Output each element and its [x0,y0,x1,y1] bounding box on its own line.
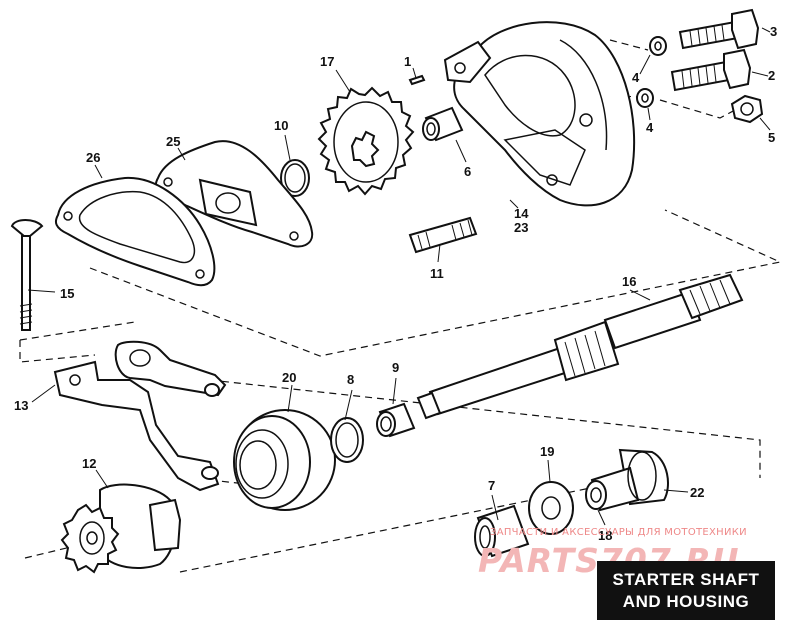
bushing-7 [474,504,530,558]
pin-1 [408,74,426,86]
callout-4b: 4 [646,120,654,135]
callout-18: 18 [598,528,612,543]
callout-1: 1 [404,54,411,69]
bearing-9 [376,402,416,438]
gear-17 [317,86,415,196]
callout-8: 8 [347,372,354,387]
callout-3: 3 [770,24,777,39]
bolt-3 [678,8,760,50]
callout-10: 10 [274,118,288,133]
callouts: 1 2 3 4 4 5 6 7 8 9 10 11 12 13 14 23 15… [14,24,777,543]
callout-15: 15 [60,286,74,301]
callout-14: 14 [514,206,529,221]
washer-19 [528,481,574,535]
callout-23: 23 [514,220,528,235]
callout-5: 5 [768,130,775,145]
stud-11 [408,216,478,254]
watermark-tagline: ЗАПЧАСТИ И АКСЕССУАРЫ ДЛЯ МОТОТЕХНИКИ [490,527,747,538]
starter-housing-14 [443,21,636,207]
callout-22: 22 [690,485,704,500]
housing-20 [233,409,336,511]
callout-16: 16 [622,274,636,289]
callout-17: 17 [320,54,334,69]
callout-19: 19 [540,444,554,459]
callout-2: 2 [768,68,775,83]
callout-6: 6 [464,164,471,179]
leader-lines [27,27,771,526]
snap-ring-8 [330,417,364,463]
screw-15 [10,219,44,331]
gasket-26 [54,176,216,287]
callout-13: 13 [14,398,28,413]
callout-9: 9 [392,360,399,375]
callout-12: 12 [82,456,96,471]
callout-4a: 4 [632,70,640,85]
lever-13 [53,340,227,492]
title-line-1: STARTER SHAFT [612,569,760,589]
nut-5 [730,94,764,124]
callout-25: 25 [166,134,180,149]
callout-11: 11 [430,266,444,281]
title-box: STARTER SHAFT AND HOUSING [597,561,775,620]
collar-22 [585,448,669,512]
bolt-2 [670,48,752,92]
lock-washer-4a [649,36,667,56]
bushing-6 [422,106,464,142]
o-ring-10 [280,159,310,197]
pinion-12 [60,483,182,574]
title-line-2: AND HOUSING [622,591,750,611]
lock-washer-4b [636,88,654,108]
shaft-16 [416,273,744,420]
callout-26: 26 [86,150,100,165]
callout-7: 7 [488,478,495,493]
callout-20: 20 [282,370,296,385]
